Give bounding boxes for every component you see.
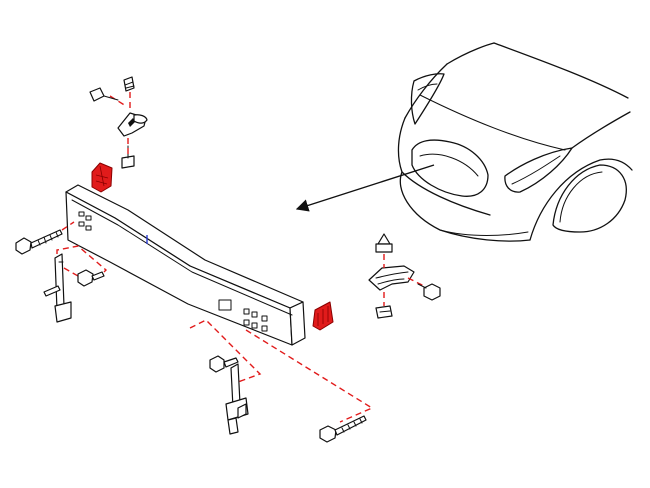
bracket-left-upper [91, 162, 113, 193]
car-front-icon [397, 42, 633, 242]
support-stays [43, 253, 72, 323]
bolt-icon [319, 415, 367, 443]
bolt-icon [15, 229, 63, 255]
clip-icon [117, 76, 148, 169]
nut-icon [375, 233, 393, 253]
nut-icon [375, 305, 393, 319]
side-bracket-right [368, 265, 415, 291]
bracket-right-end [312, 301, 334, 331]
pointer-arrow-icon [295, 164, 435, 212]
bolt-icon [417, 283, 441, 301]
bolt-icon [77, 269, 105, 287]
bumper-reinforcement-beam [65, 184, 306, 346]
support-stays [225, 363, 249, 435]
bolt-icon [89, 87, 119, 102]
bolt-icon [209, 355, 239, 373]
